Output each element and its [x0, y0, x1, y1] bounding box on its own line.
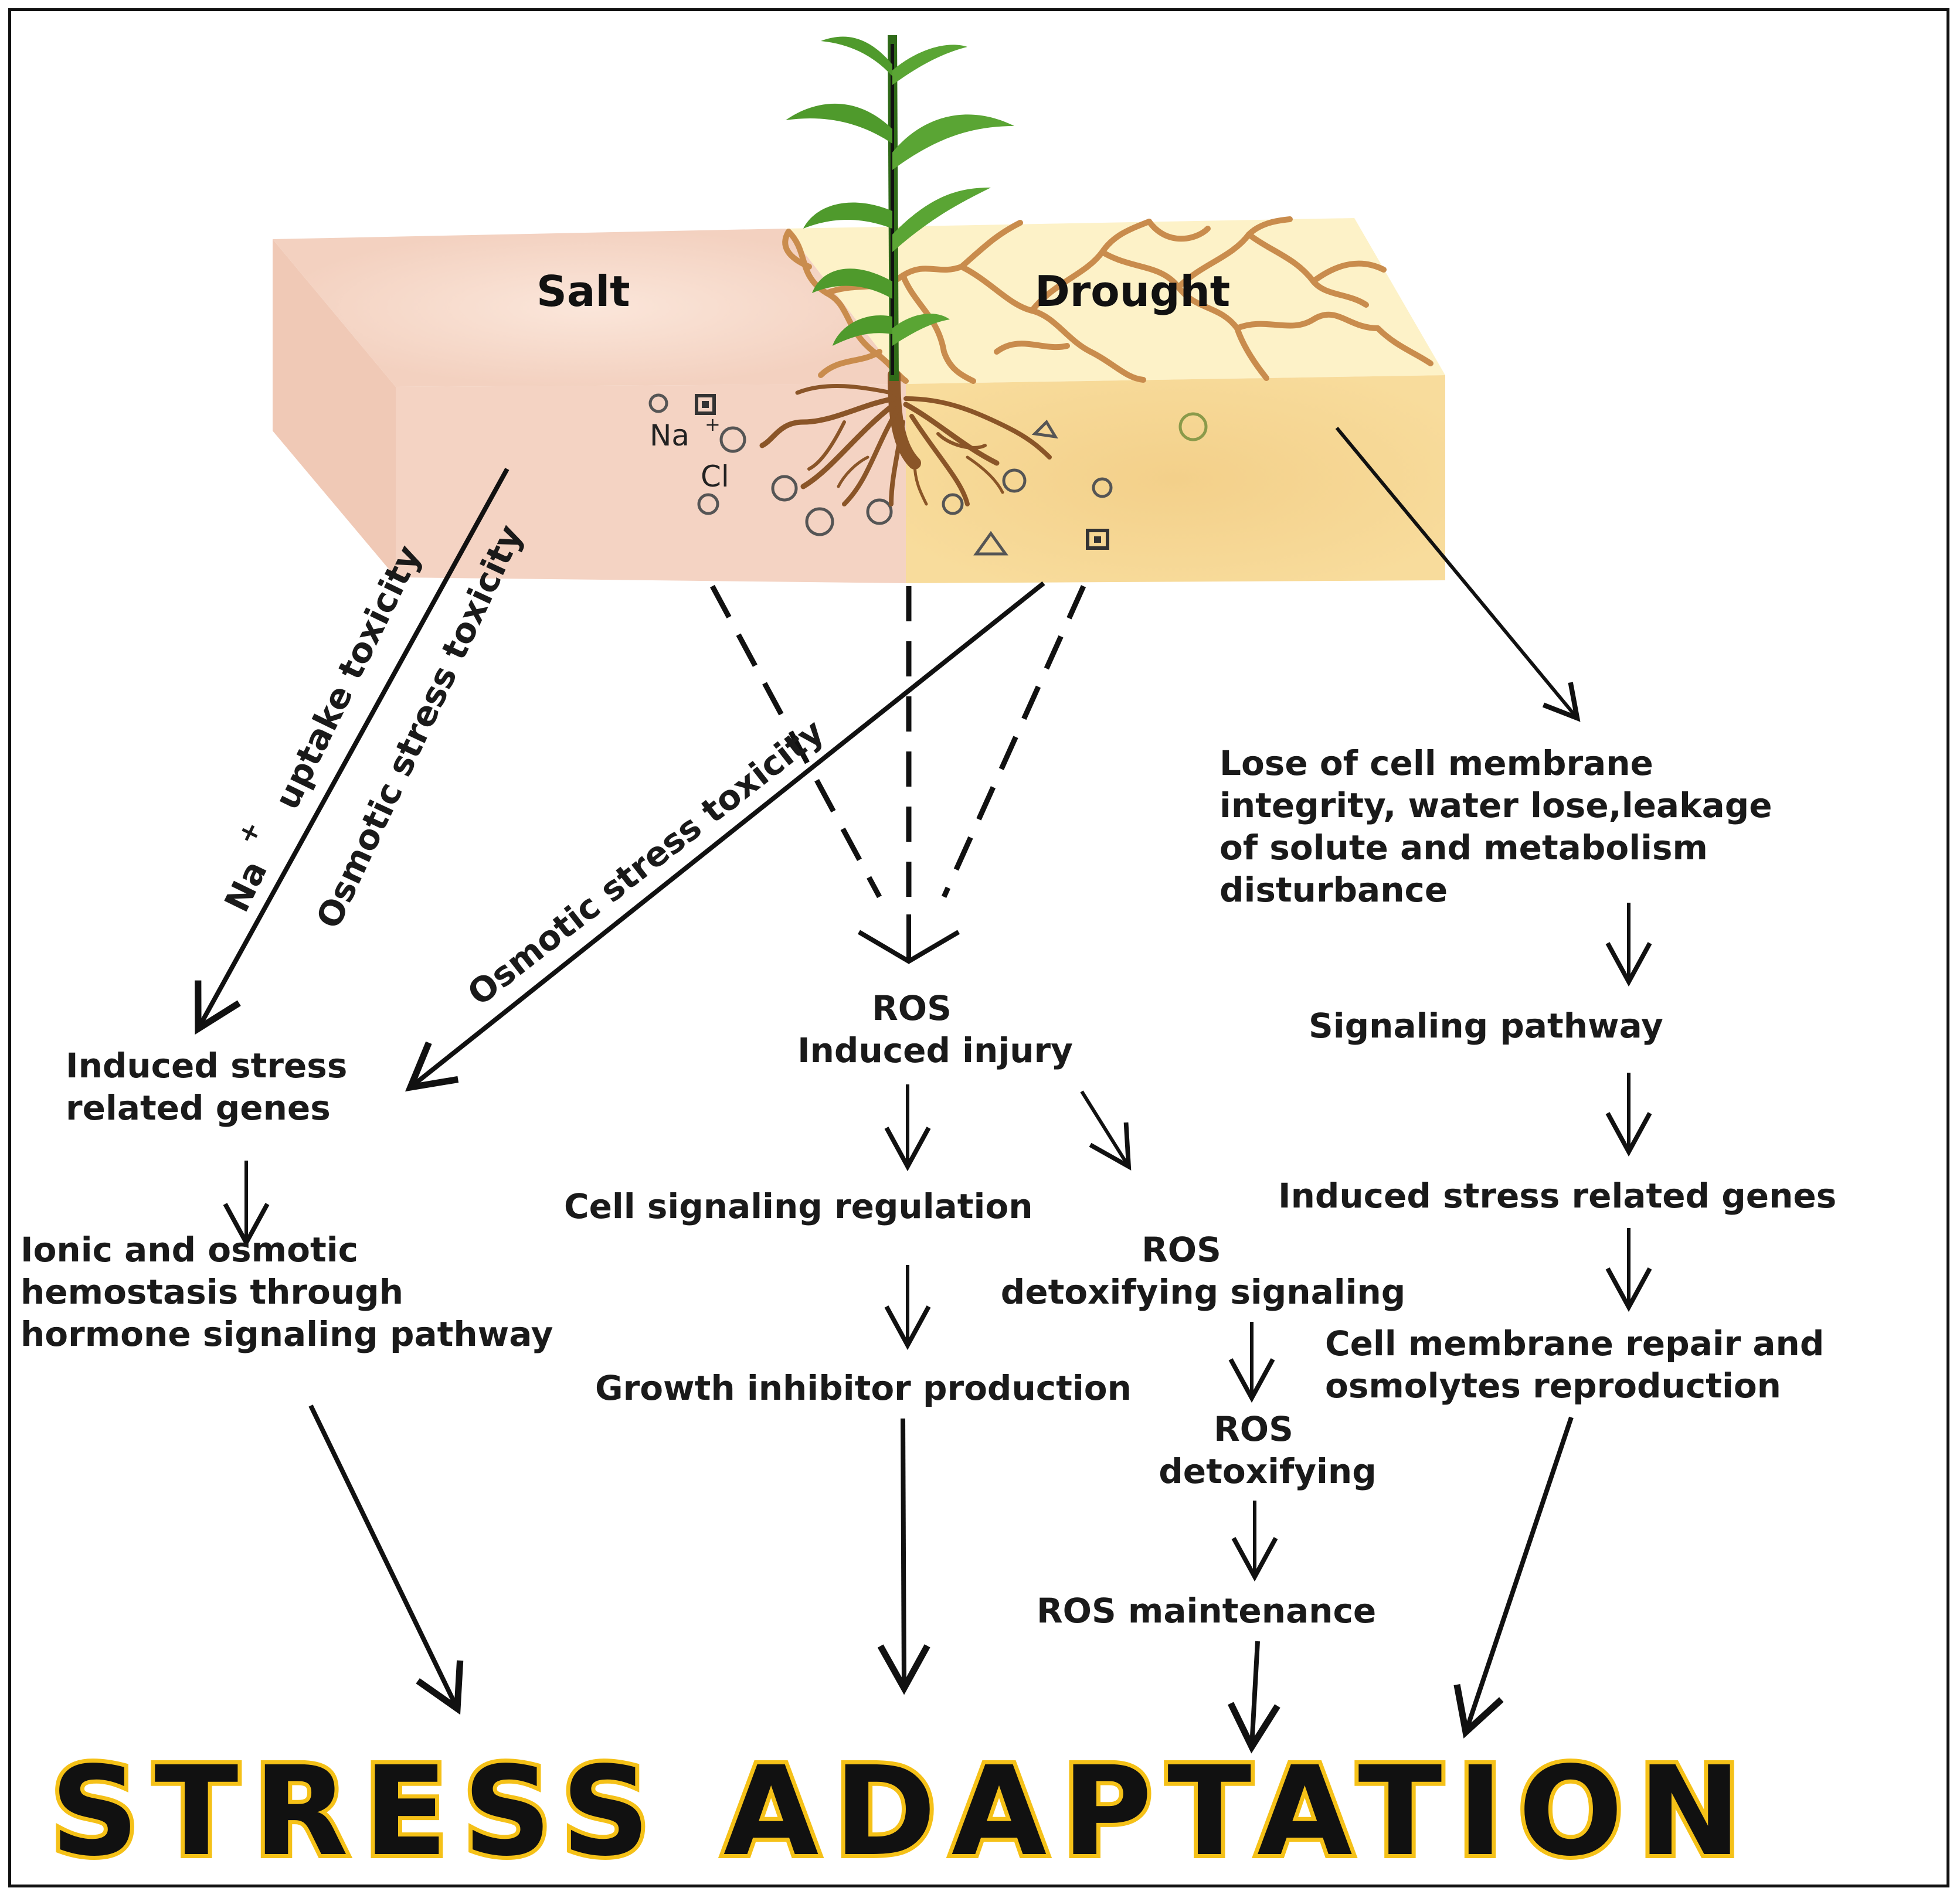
salt-branch-text: Induced stress related genes Ionic and o… [21, 1046, 553, 1354]
leaf [892, 188, 991, 252]
leaf [892, 114, 1014, 170]
homeostasis-line3: hormone signaling pathway [21, 1314, 553, 1354]
ros-maintenance: ROS maintenance [1037, 1591, 1376, 1631]
leaf [786, 103, 892, 144]
repair-line1: Cell membrane repair and [1325, 1324, 1824, 1363]
stress-adaptation-title: STRESS ADAPTATION [50, 1740, 1757, 1883]
drought-top-face [786, 218, 1445, 384]
salt-front-face [396, 384, 906, 583]
stress-genes-line1: Induced stress [66, 1046, 347, 1086]
membrane-loss-line3: of solute and metabolism [1220, 828, 1708, 868]
plant-roots [759, 369, 1052, 506]
arrow-growth-to-adaptation [877, 1418, 930, 1695]
homeostasis-line1: Ionic and osmotic [21, 1230, 358, 1270]
leaf [833, 315, 892, 346]
leaf [892, 45, 967, 85]
arrow-drought-to-stress-genes [405, 581, 1045, 1092]
salt-left-face [273, 239, 396, 577]
dry-soil-cracks [782, 216, 1434, 384]
signaling-pathway: Signaling pathway [1309, 1006, 1663, 1046]
leaf [821, 36, 892, 76]
na-uptake-label-charge: + [231, 817, 267, 849]
pathway-arrows [195, 427, 1652, 1754]
ros-branch-text: ROS Induced injury Cell signaling regula… [564, 988, 1405, 1631]
ros-injury-line1: ROS [872, 988, 952, 1028]
drought-label: Drought [1035, 267, 1230, 316]
stress-genes-line2: related genes [66, 1088, 331, 1128]
salt-top-face [273, 229, 906, 387]
ros-detoxifying-line2: detoxifying [1159, 1451, 1376, 1491]
salt-label: Salt [536, 267, 630, 316]
homeostasis-line2: hemostasis through [21, 1272, 403, 1312]
soil-particles [648, 393, 1208, 556]
sodium-ion-charge: + [705, 413, 721, 436]
arrow-dashed-left [710, 584, 882, 899]
cell-signaling-regulation: Cell signaling regulation [564, 1186, 1032, 1226]
ros-detoxifying-line1: ROS [1214, 1409, 1293, 1449]
arrow-homeostasis-to-adaptation [308, 1404, 464, 1715]
drought-stress-genes: Induced stress related genes [1278, 1176, 1836, 1216]
ros-detox-signaling-line2: detoxifying signaling [1001, 1272, 1406, 1312]
arrow-maintenance-to-adaptation [1228, 1641, 1280, 1754]
membrane-loss-line4: disturbance [1220, 870, 1448, 910]
leaf [803, 202, 892, 229]
drought-front-face [906, 375, 1445, 583]
arrow-dashed-right [941, 585, 1086, 898]
ros-detox-signaling-line1: ROS [1142, 1230, 1221, 1270]
osmotic-stress-toxicity-drought: Osmotic stress toxicity [460, 711, 831, 1013]
arrow-ros-to-detox-signaling [1080, 1090, 1132, 1171]
growth-inhibitor-production: Growth inhibitor production [595, 1368, 1132, 1408]
plant-shoot [786, 35, 1014, 382]
arrow-drought-to-membrane [1335, 427, 1581, 722]
membrane-loss-line2: integrity, water lose,leakage [1220, 785, 1772, 825]
soil-block: Salt Drought Na + Cl [273, 35, 1445, 583]
membrane-loss-line1: Lose of cell membrane [1220, 743, 1653, 783]
arrow-salt-to-stress-genes [195, 468, 509, 1035]
arrow-repair-to-adaptation [1453, 1416, 1574, 1739]
repair-line2: osmolytes reproduction [1325, 1366, 1781, 1406]
leaf [812, 268, 892, 299]
drought-branch-text: Lose of cell membrane integrity, water l… [1220, 743, 1836, 1406]
leaf [892, 314, 950, 346]
ros-injury-line2: Induced injury [797, 1030, 1073, 1070]
chloride-ion-label: Cl [701, 460, 729, 494]
figure-frame [8, 8, 1949, 1887]
sodium-ion-label: Na [650, 419, 689, 453]
rotated-labels: Na + uptake toxicity Osmotic stress toxi… [216, 519, 831, 1013]
